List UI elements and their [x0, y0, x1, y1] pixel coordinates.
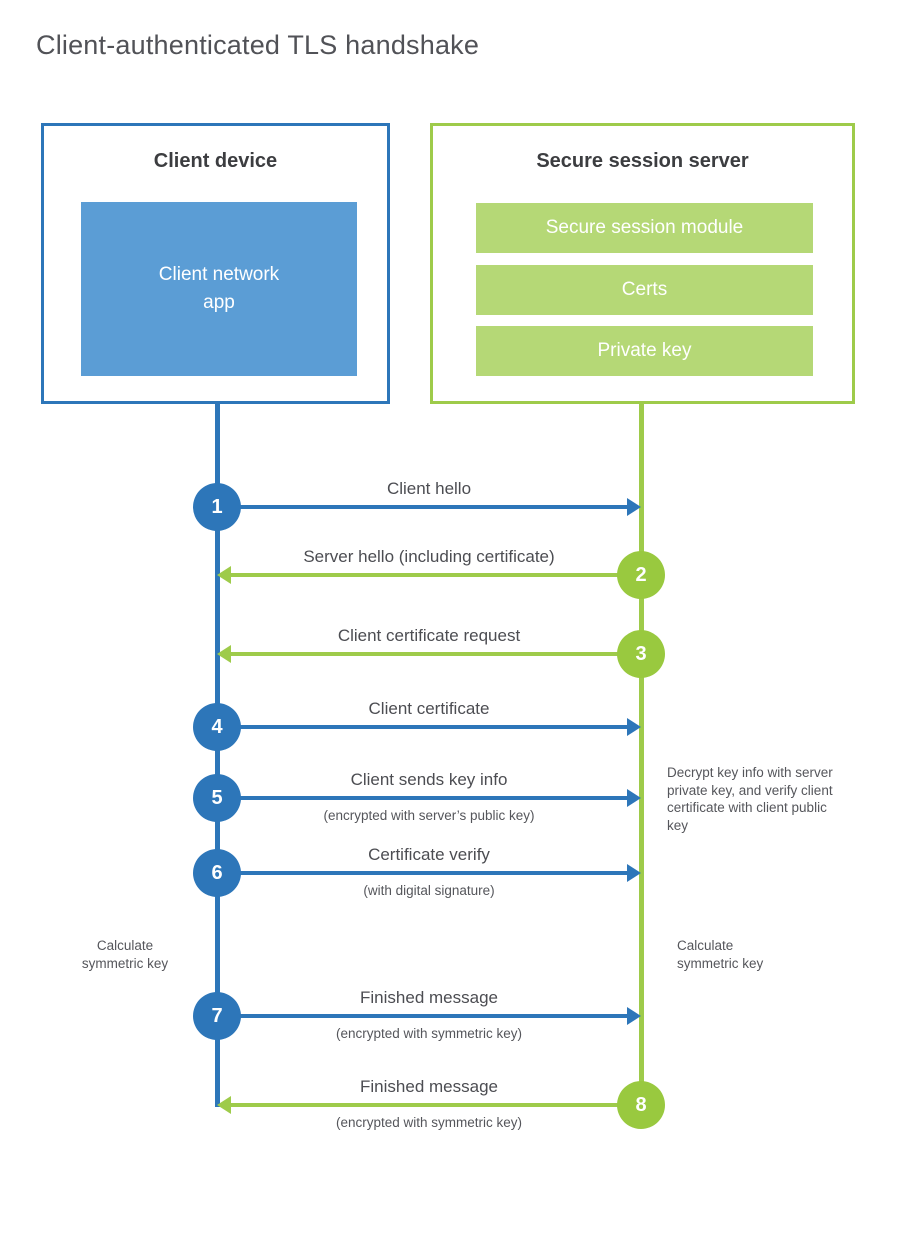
- message-label: Client hello: [386, 479, 472, 498]
- message-sublabel: (with digital signature): [363, 883, 495, 898]
- arrow-left-icon: [217, 566, 231, 584]
- message-label: Client certificate request: [337, 626, 521, 645]
- server-module-secure-session: Secure session module: [476, 203, 813, 253]
- step-badge-7: 7: [193, 992, 241, 1040]
- message-sublabel: (encrypted with server’s public key): [323, 808, 535, 823]
- arrow-right-icon: [627, 498, 641, 516]
- client-device-title: Client device: [153, 150, 278, 172]
- decrypt-key-note: Decrypt key info with server private key…: [667, 765, 833, 833]
- secure-session-server-box: Secure session server Secure session mod…: [430, 123, 855, 404]
- step-badge-5: 5: [193, 774, 241, 822]
- arrow-left-icon: [217, 1096, 231, 1114]
- client-lifeline: [215, 404, 220, 1107]
- server-module-certs: Certs: [476, 265, 813, 315]
- server-lifeline: [639, 404, 644, 1105]
- step-badge-2: 2: [617, 551, 665, 599]
- arrow-line: [217, 871, 628, 875]
- message-sublabel: (encrypted with symmetric key): [335, 1115, 523, 1130]
- arrow-right-icon: [627, 789, 641, 807]
- message-label: Finished message: [360, 988, 498, 1007]
- message-sublabel: (encrypted with symmetric key): [335, 1026, 523, 1041]
- step-badge-3: 3: [617, 630, 665, 678]
- message-label: Finished message: [360, 1077, 498, 1096]
- client-device-box: Client device Client network app: [41, 123, 390, 404]
- step-badge-8: 8: [617, 1081, 665, 1129]
- arrow-right-icon: [627, 718, 641, 736]
- message-label: Client certificate: [368, 699, 490, 718]
- client-network-app-box: Client network app: [81, 202, 357, 376]
- server-module-private-key: Private key: [476, 326, 813, 376]
- arrow-line: [217, 725, 628, 729]
- arrow-left-icon: [217, 645, 231, 663]
- step-badge-4: 4: [193, 703, 241, 751]
- arrow-right-icon: [627, 1007, 641, 1025]
- arrow-line: [217, 1014, 628, 1018]
- arrow-line: [230, 573, 641, 577]
- step-badge-1: 1: [193, 483, 241, 531]
- message-label: Client sends key info: [350, 770, 508, 789]
- secure-session-server-title: Secure session server: [536, 150, 749, 172]
- arrow-line: [230, 652, 641, 656]
- arrow-right-icon: [627, 864, 641, 882]
- message-label: Server hello (including certificate): [303, 547, 555, 566]
- page-title: Client-authenticated TLS handshake: [36, 30, 480, 60]
- arrow-line: [217, 505, 628, 509]
- calculate-symmetric-key-note-server: Calculate symmetric key: [677, 938, 764, 971]
- message-label: Certificate verify: [368, 845, 490, 864]
- step-badge-6: 6: [193, 849, 241, 897]
- calculate-symmetric-key-note-client: Calculate symmetric key: [81, 938, 169, 971]
- arrow-line: [217, 796, 628, 800]
- arrow-line: [230, 1103, 641, 1107]
